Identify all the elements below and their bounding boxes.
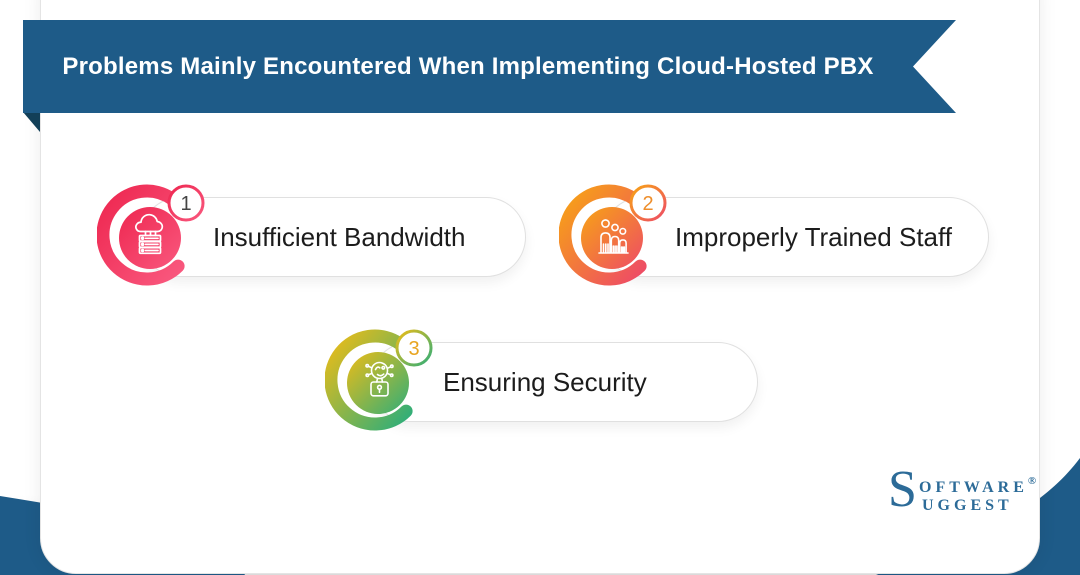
number-badge-2 [629,184,667,222]
logo-word-bottom: uggest [922,497,1013,514]
logo-word-top-text: oftware [919,479,1028,496]
problem-label-3: Ensuring Security [443,366,647,397]
badge-number-1: 1 [180,193,191,215]
logo-word-top: oftware® [919,475,1036,497]
registered-mark: ® [1027,475,1037,487]
problem-icon-group-2: 2 [559,184,667,286]
problem-icon-group-3: 3 [325,329,433,431]
softwaresuggest-logo: S oftware® uggest [888,464,1040,526]
ring-arc [559,184,647,286]
trained-staff-icon [598,219,629,254]
cloud-server-icon [135,213,164,255]
problem-pill-2: Improperly Trained Staff [602,197,989,277]
problem-label-2: Improperly Trained Staff [675,221,952,252]
ring-arc [325,329,413,431]
security-lock-icon [365,361,394,397]
problem-pill-3: Ensuring Security [370,342,758,422]
page-title: Problems Mainly Encountered When Impleme… [62,52,874,80]
title-ribbon: Problems Mainly Encountered When Impleme… [23,20,956,113]
ring-arc [97,184,185,286]
problem-label-1: Insufficient Bandwidth [213,221,466,252]
badge-number-3: 3 [408,338,419,360]
logo-initial: S [888,461,917,518]
icon-disc [347,352,409,414]
problem-pill-1: Insufficient Bandwidth [140,197,526,277]
badge-number-2: 2 [642,193,653,215]
problem-icon-group-1: 1 [97,184,205,286]
number-badge-1 [167,184,205,222]
number-badge-3 [395,329,433,367]
